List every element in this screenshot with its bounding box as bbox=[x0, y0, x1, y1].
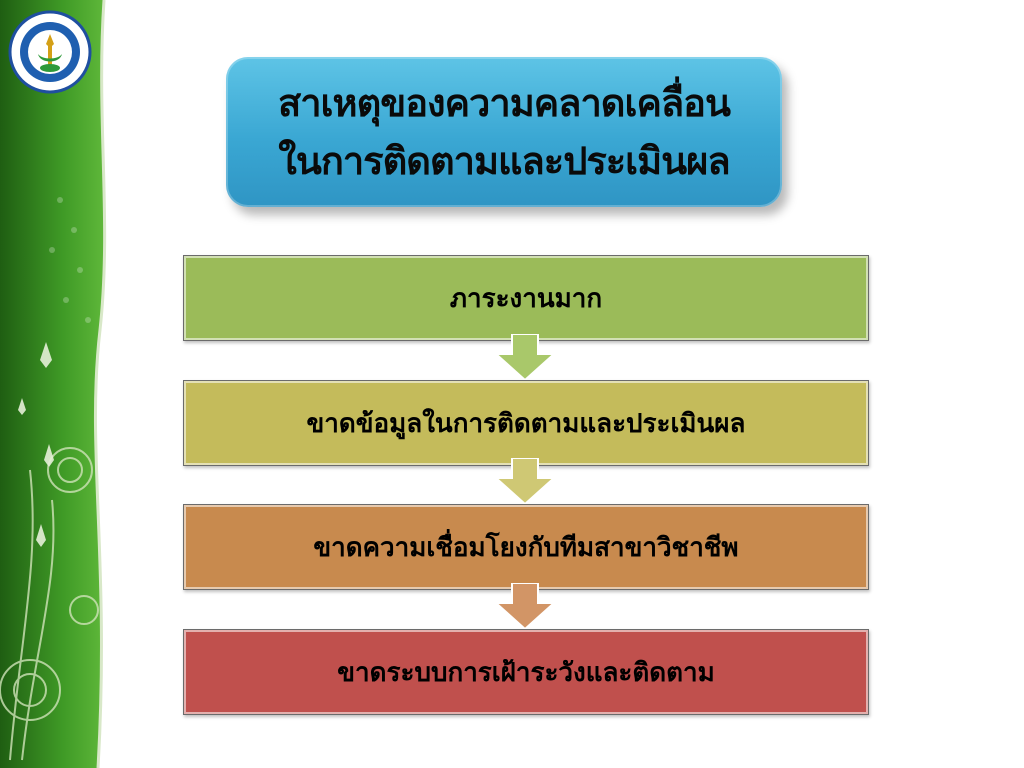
flow-step-label: ภาระงานมาก bbox=[450, 278, 602, 319]
flow-step-label: ขาดระบบการเฝ้าระวังและติดตาม bbox=[337, 652, 715, 693]
down-arrow-icon bbox=[494, 583, 556, 629]
down-arrow-icon bbox=[494, 334, 556, 380]
flow-step-workload: ภาระงานมาก bbox=[183, 255, 869, 341]
green-swirl-background bbox=[0, 0, 112, 768]
flow-step-lack-of-team-link: ขาดความเชื่อมโยงกับทีมสาขาวิชาชีพ bbox=[183, 504, 869, 590]
seal-icon bbox=[8, 10, 92, 94]
title-line-2: ในการติดตามและประเมินผล bbox=[278, 132, 729, 190]
organization-logo bbox=[8, 10, 92, 94]
down-arrow-icon bbox=[494, 458, 556, 504]
flow-step-label: ขาดความเชื่อมโยงกับทีมสาขาวิชาชีพ bbox=[313, 527, 738, 568]
flow-step-lack-of-data: ขาดข้อมูลในการติดตามและประเมินผล bbox=[183, 380, 869, 466]
decorative-side-panel bbox=[0, 0, 112, 768]
title-line-1: สาเหตุของความคลาดเคลื่อน bbox=[278, 74, 730, 132]
title-box: สาเหตุของความคลาดเคลื่อน ในการติดตามและป… bbox=[226, 57, 782, 207]
flow-step-label: ขาดข้อมูลในการติดตามและประเมินผล bbox=[307, 403, 746, 444]
flow-step-lack-of-surveillance: ขาดระบบการเฝ้าระวังและติดตาม bbox=[183, 629, 869, 715]
